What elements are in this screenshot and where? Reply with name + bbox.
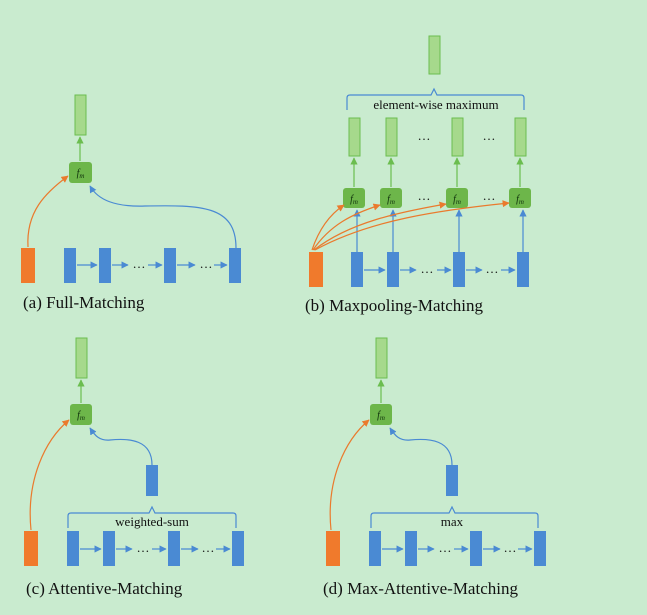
sequence-vector [405, 531, 417, 566]
query-vector [21, 248, 35, 283]
ellipsis: … [418, 188, 431, 203]
output-vector [74, 94, 87, 136]
panel-maxpooling-matching: element-wise maximum … … fm fm … fm … fm [305, 35, 531, 315]
matching-function-label: fm [77, 168, 85, 180]
aggregated-vector [146, 465, 158, 496]
matching-function-label: fm [387, 194, 395, 206]
ellipsis: … [504, 540, 517, 555]
sequence-vector [453, 252, 465, 287]
output-vector [451, 117, 464, 157]
arrow-query-to-fm [312, 203, 381, 251]
caption-maxpooling-matching: (b) Maxpooling-Matching [305, 296, 483, 315]
ellipsis: … [418, 128, 431, 143]
arrow-query-to-fm [329, 419, 370, 531]
matching-function-node [70, 404, 92, 425]
sequence-vector [103, 531, 115, 566]
caption-attentive-matching: (c) Attentive-Matching [26, 579, 183, 598]
matching-function-node [343, 188, 365, 208]
matching-function-label: fm [516, 194, 524, 206]
arrow-aggregate-to-fm [389, 427, 453, 466]
ellipsis: … [421, 261, 434, 276]
output-vector [375, 337, 388, 379]
matching-function-node [446, 188, 468, 208]
ellipsis: … [439, 540, 452, 555]
caption-max-attentive-matching: (d) Max-Attentive-Matching [323, 579, 518, 598]
aggregate-label: max [441, 514, 464, 529]
sequence-vector [67, 531, 79, 566]
matching-function-node [380, 188, 402, 208]
ellipsis: … [133, 256, 146, 271]
arrow-query-to-fm [27, 175, 69, 248]
ellipsis: … [486, 261, 499, 276]
matching-function-label: fm [453, 194, 461, 206]
output-vector [428, 35, 441, 75]
query-vector [326, 531, 340, 566]
sequence-vector [229, 248, 241, 283]
query-vector [24, 531, 38, 566]
matching-function-label: fm [350, 194, 358, 206]
sequence-vector [232, 531, 244, 566]
aggregate-label: element-wise maximum [373, 97, 498, 112]
arrow-query-to-fm [313, 201, 447, 251]
arrow-last-state-to-fm [89, 185, 237, 249]
caption-full-matching: (a) Full-Matching [23, 293, 145, 312]
ellipsis: … [483, 188, 496, 203]
arrow-query-to-fm [314, 200, 510, 251]
matching-function-label: fm [377, 410, 385, 422]
sequence-vector [164, 248, 176, 283]
sequence-vector [64, 248, 76, 283]
sequence-vector [369, 531, 381, 566]
ellipsis: … [200, 256, 213, 271]
output-vector [385, 117, 398, 157]
sequence-vector [387, 252, 399, 287]
sequence-vector [517, 252, 529, 287]
aggregate-bracket [370, 505, 539, 528]
aggregate-bracket [67, 505, 237, 528]
sequence-vector [168, 531, 180, 566]
panel-full-matching: fm … … (a) Full-Matching [21, 94, 241, 312]
matching-function-node [370, 404, 392, 425]
query-vector [309, 252, 323, 287]
ellipsis: … [202, 540, 215, 555]
panel-attentive-matching: fm weighted-sum … … (c) Attentive-Matchi… [24, 337, 244, 598]
sequence-vector [351, 252, 363, 287]
matching-function-label: fm [77, 410, 85, 422]
aggregate-label: weighted-sum [115, 514, 189, 529]
sequence-vector [534, 531, 546, 566]
ellipsis: … [137, 540, 150, 555]
sequence-vector [470, 531, 482, 566]
panel-max-attentive-matching: fm max … … (d) Max-Attentive-Matching [323, 337, 546, 598]
arrow-query-to-fm [311, 204, 345, 251]
output-vector [514, 117, 527, 157]
aggregated-vector [446, 465, 458, 496]
arrow-query-to-fm [29, 419, 70, 531]
matching-function-node [69, 162, 92, 183]
ellipsis: … [483, 128, 496, 143]
output-vector [348, 117, 361, 157]
aggregate-bracket [346, 87, 525, 110]
matching-function-node [509, 188, 531, 208]
sequence-vector [99, 248, 111, 283]
output-vector [75, 337, 88, 379]
arrow-aggregate-to-fm [89, 427, 153, 466]
